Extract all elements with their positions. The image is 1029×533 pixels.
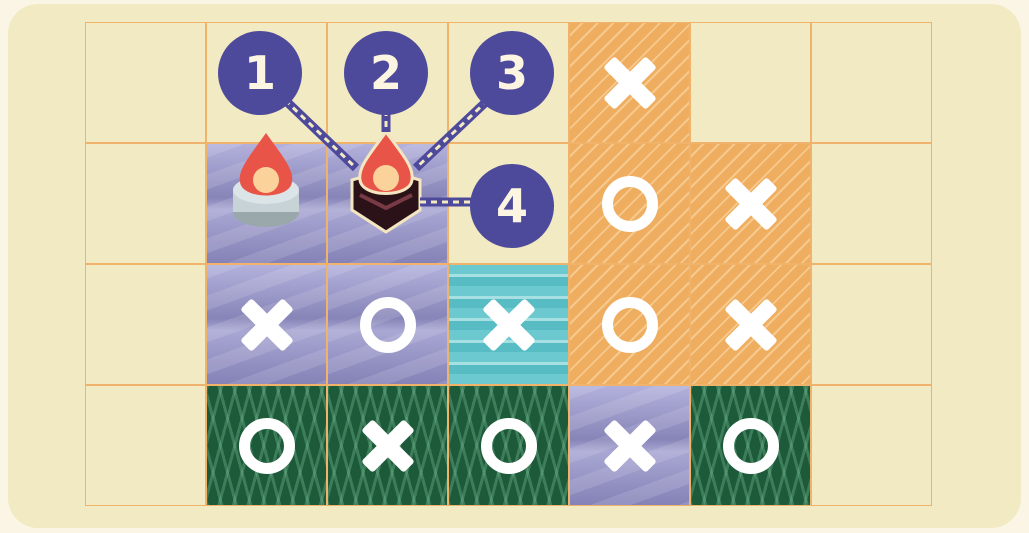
circle-mark-icon	[238, 417, 295, 474]
tile-mountain[interactable]	[327, 264, 448, 385]
grid-cell[interactable]	[811, 143, 932, 264]
tile-water[interactable]	[448, 264, 569, 385]
grid-cell[interactable]	[327, 385, 448, 506]
circle-mark-icon	[601, 175, 658, 232]
tile-forest[interactable]	[690, 385, 811, 506]
grid-cell[interactable]	[569, 264, 690, 385]
game-grid	[85, 22, 932, 506]
grid-cell[interactable]	[690, 385, 811, 506]
grid-cell[interactable]	[85, 264, 206, 385]
tile-desert[interactable]	[569, 143, 690, 264]
grid-cell[interactable]	[690, 143, 811, 264]
tile-forest[interactable]	[327, 385, 448, 506]
grid-cell[interactable]	[690, 22, 811, 143]
circle-mark-icon	[601, 296, 658, 353]
campfire-icon[interactable]	[350, 129, 422, 234]
tile-desert[interactable]	[690, 264, 811, 385]
callout-2[interactable]: 2	[344, 31, 428, 115]
tile-desert[interactable]	[569, 264, 690, 385]
grid-cell[interactable]	[569, 143, 690, 264]
callout-1[interactable]: 1	[218, 31, 302, 115]
tile-mountain[interactable]	[206, 264, 327, 385]
circle-mark-icon	[480, 417, 537, 474]
tile-mountain[interactable]	[569, 385, 690, 506]
callout-4[interactable]: 4	[470, 164, 554, 248]
grid-cell[interactable]	[206, 264, 327, 385]
callout-3[interactable]: 3	[470, 31, 554, 115]
tile-desert[interactable]	[569, 22, 690, 143]
candle-icon[interactable]	[233, 133, 299, 227]
tile-forest[interactable]	[206, 385, 327, 506]
grid-cell[interactable]	[811, 22, 932, 143]
grid-cell[interactable]	[448, 385, 569, 506]
grid-cell[interactable]	[811, 264, 932, 385]
grid-cell[interactable]	[206, 385, 327, 506]
circle-mark-icon	[722, 417, 779, 474]
grid-cell[interactable]	[85, 143, 206, 264]
grid-cell[interactable]	[327, 264, 448, 385]
grid-cell[interactable]	[811, 385, 932, 506]
grid-cell[interactable]	[85, 22, 206, 143]
grid-cell[interactable]	[569, 385, 690, 506]
tile-desert[interactable]	[690, 143, 811, 264]
tile-forest[interactable]	[448, 385, 569, 506]
grid-cell[interactable]	[448, 22, 569, 143]
grid-cell[interactable]	[569, 22, 690, 143]
grid-cell[interactable]	[448, 264, 569, 385]
circle-mark-icon	[359, 296, 416, 353]
grid-cell[interactable]	[690, 264, 811, 385]
grid-cell[interactable]	[85, 385, 206, 506]
